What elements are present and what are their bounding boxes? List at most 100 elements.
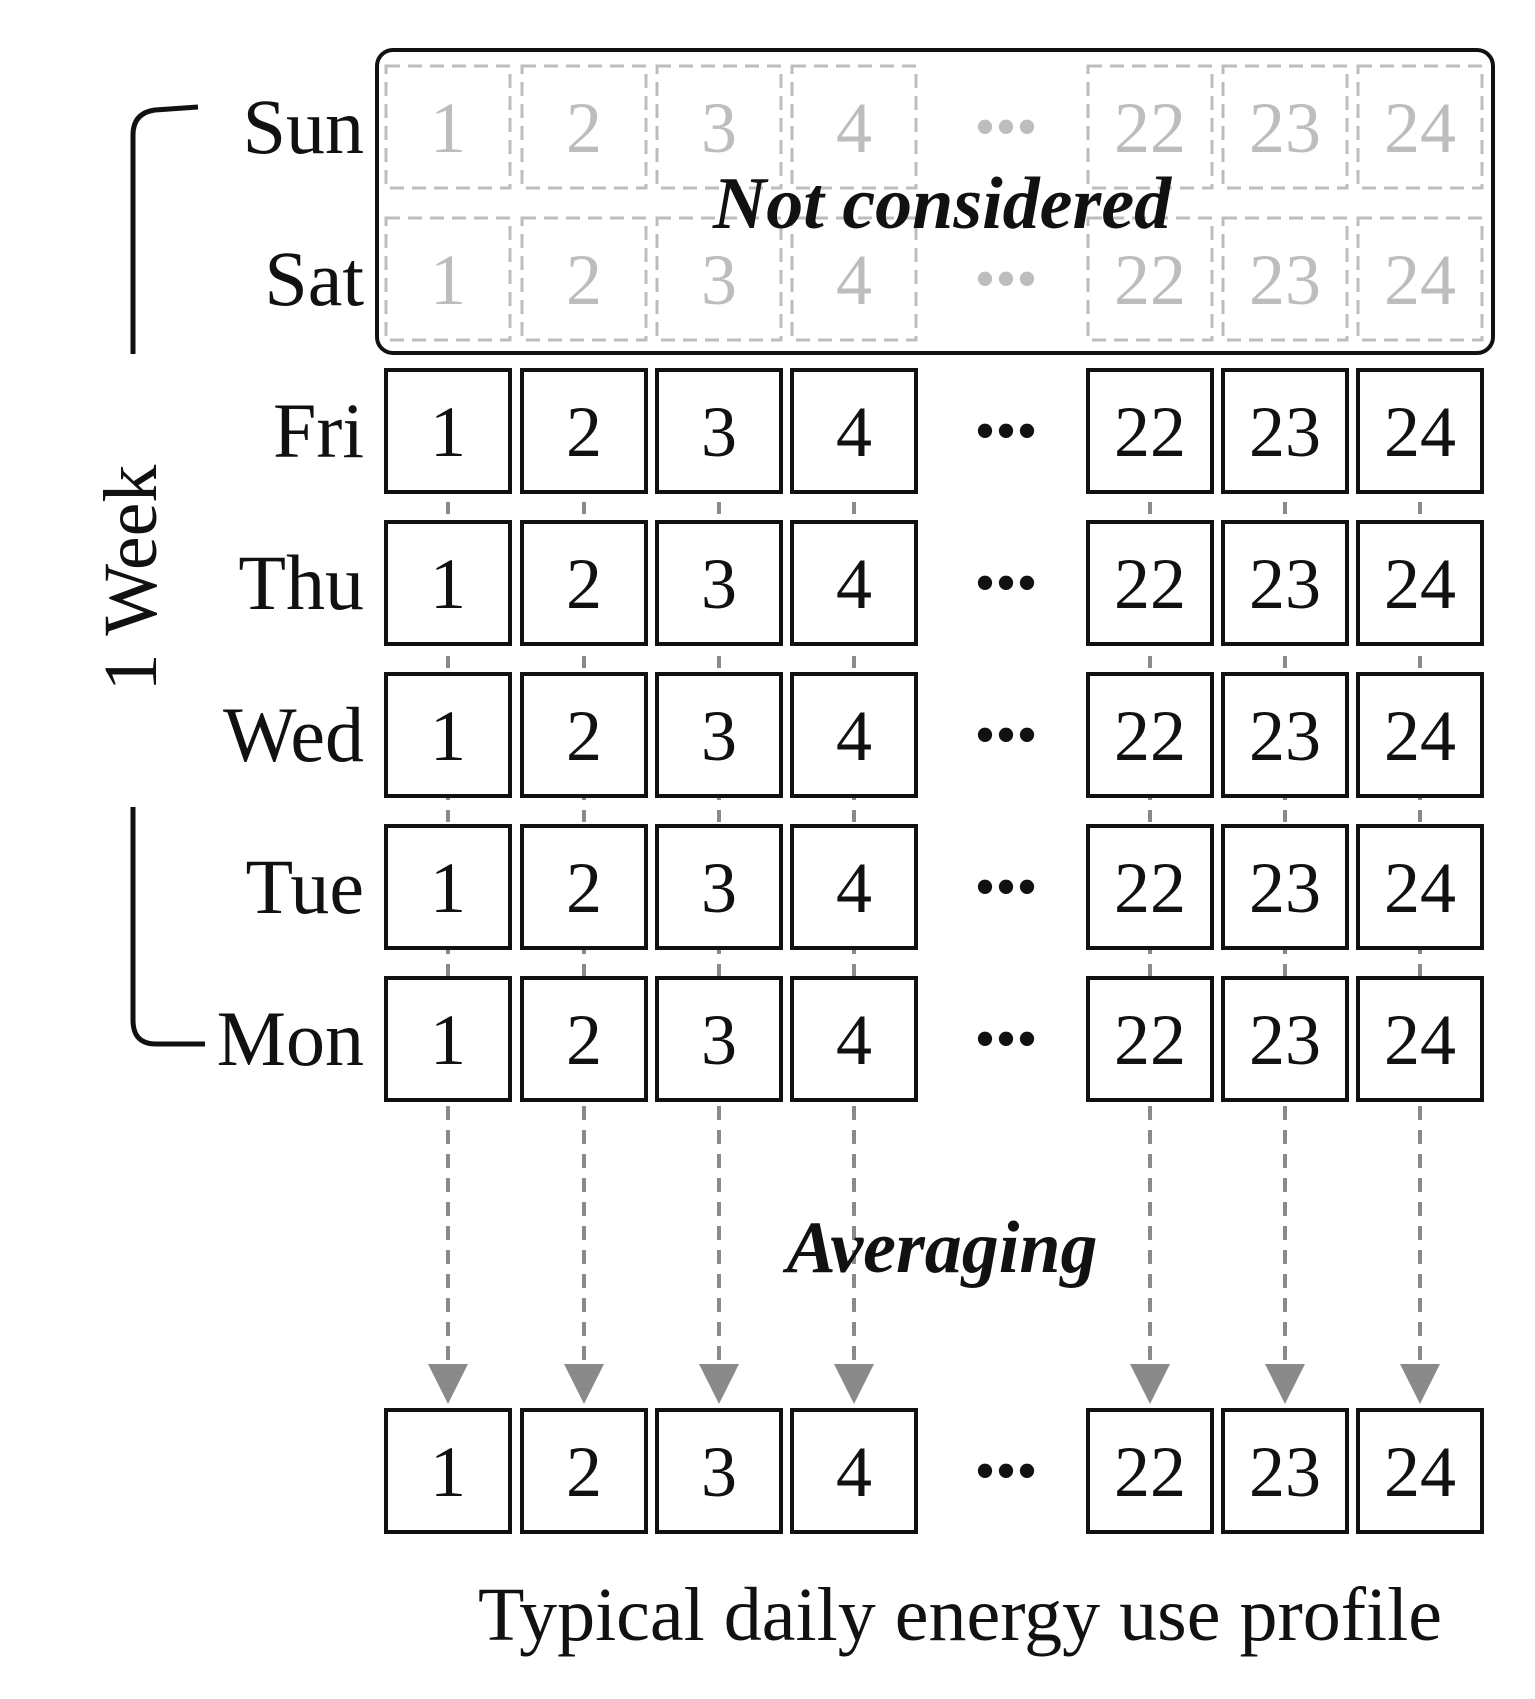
hour-cell-box <box>1221 672 1349 798</box>
not-considered-label: Not considered <box>712 163 1172 245</box>
hour-cell-box <box>520 368 648 494</box>
hour-cell-box <box>1086 216 1214 342</box>
hour-number: 22 <box>1114 544 1186 624</box>
hour-cell: 4 <box>790 64 918 190</box>
hour-number: 24 <box>1384 392 1456 472</box>
hour-number: 4 <box>836 544 872 624</box>
hour-cell-box <box>1086 976 1214 1102</box>
hour-cell: 23 <box>1221 520 1349 646</box>
hour-cell: 23 <box>1221 1408 1349 1534</box>
hour-cell: 23 <box>1221 368 1349 494</box>
arrow-head <box>564 1364 604 1404</box>
hour-number: 2 <box>566 848 602 928</box>
hour-number: 2 <box>566 392 602 472</box>
hour-cell-box <box>384 64 512 190</box>
arrow-head <box>1400 1364 1440 1404</box>
hour-cell: 2 <box>520 216 648 342</box>
hour-cell-box <box>384 824 512 950</box>
hour-number: 3 <box>701 1000 737 1080</box>
hour-cell-box <box>520 976 648 1102</box>
averaging-arrow <box>699 1106 739 1404</box>
hour-number: 24 <box>1384 544 1456 624</box>
hour-number: 1 <box>430 696 466 776</box>
hour-number: 24 <box>1384 1000 1456 1080</box>
hour-cell: 2 <box>520 1408 648 1534</box>
hour-cell: 23 <box>1221 824 1349 950</box>
hour-cell: 24 <box>1356 64 1484 190</box>
hour-cell-box <box>1221 824 1349 950</box>
day-label: Sun <box>243 83 364 170</box>
profile-caption: Typical daily energy use profile <box>478 1573 1442 1657</box>
hour-cell: 24 <box>1356 976 1484 1102</box>
week-bracket-bottom <box>130 807 205 1047</box>
averaging-arrow <box>428 1106 468 1404</box>
hour-cell: 22 <box>1086 64 1214 190</box>
averaging-arrows <box>428 1106 1440 1404</box>
hour-number: 24 <box>1384 848 1456 928</box>
hour-number: 22 <box>1114 696 1186 776</box>
hour-cell-box <box>655 368 783 494</box>
arrow-head <box>699 1364 739 1404</box>
hour-cell-box <box>384 368 512 494</box>
hour-number: 3 <box>701 544 737 624</box>
hour-number: 23 <box>1249 1000 1321 1080</box>
hour-number: 1 <box>430 848 466 928</box>
hour-number: 3 <box>701 240 737 320</box>
hour-number: 22 <box>1114 88 1186 168</box>
hour-cell-box <box>1356 64 1484 190</box>
hour-cell-box <box>1356 216 1484 342</box>
hour-cell-box <box>1356 672 1484 798</box>
hour-cell: 2 <box>520 976 648 1102</box>
ellipsis: ••• <box>974 246 1037 312</box>
day-label: Mon <box>217 995 364 1082</box>
hour-cell-box <box>520 672 648 798</box>
hour-cell: 23 <box>1221 976 1349 1102</box>
hour-cell: 3 <box>655 824 783 950</box>
hour-cell-box <box>1221 520 1349 646</box>
averaging-arrow <box>1400 1106 1440 1404</box>
hour-number: 23 <box>1249 392 1321 472</box>
ellipsis: ••• <box>974 94 1037 160</box>
hour-number: 23 <box>1249 240 1321 320</box>
hour-cell: 1 <box>384 1408 512 1534</box>
hour-number: 1 <box>430 392 466 472</box>
hour-cell: 1 <box>384 216 512 342</box>
averaging-arrow <box>834 1106 874 1404</box>
hour-number: 24 <box>1384 1432 1456 1512</box>
day-label: Tue <box>245 843 364 930</box>
hour-cell: 22 <box>1086 672 1214 798</box>
hour-number: 3 <box>701 696 737 776</box>
hour-cell-box <box>790 672 918 798</box>
ellipsis: ••• <box>974 702 1037 768</box>
arrow-head <box>428 1364 468 1404</box>
hour-cell-box <box>790 520 918 646</box>
hour-cell: 3 <box>655 976 783 1102</box>
hour-number: 1 <box>430 88 466 168</box>
hour-cell-box <box>384 520 512 646</box>
hour-number: 3 <box>701 88 737 168</box>
hour-number: 3 <box>701 1432 737 1512</box>
hour-number: 3 <box>701 392 737 472</box>
hour-cell-box <box>655 1408 783 1534</box>
hour-number: 4 <box>836 1432 872 1512</box>
hour-cell-box <box>655 216 783 342</box>
hour-cell: 4 <box>790 216 918 342</box>
ellipsis: ••• <box>974 398 1037 464</box>
hour-number: 22 <box>1114 1432 1186 1512</box>
hour-cell: 3 <box>655 64 783 190</box>
ellipsis: ••• <box>974 1006 1037 1072</box>
hour-cell: 2 <box>520 520 648 646</box>
hour-cell-box <box>1086 1408 1214 1534</box>
hour-cell: 24 <box>1356 672 1484 798</box>
hour-cell: 3 <box>655 672 783 798</box>
hour-number: 4 <box>836 696 872 776</box>
hour-cell: 24 <box>1356 216 1484 342</box>
hour-cell: 24 <box>1356 824 1484 950</box>
